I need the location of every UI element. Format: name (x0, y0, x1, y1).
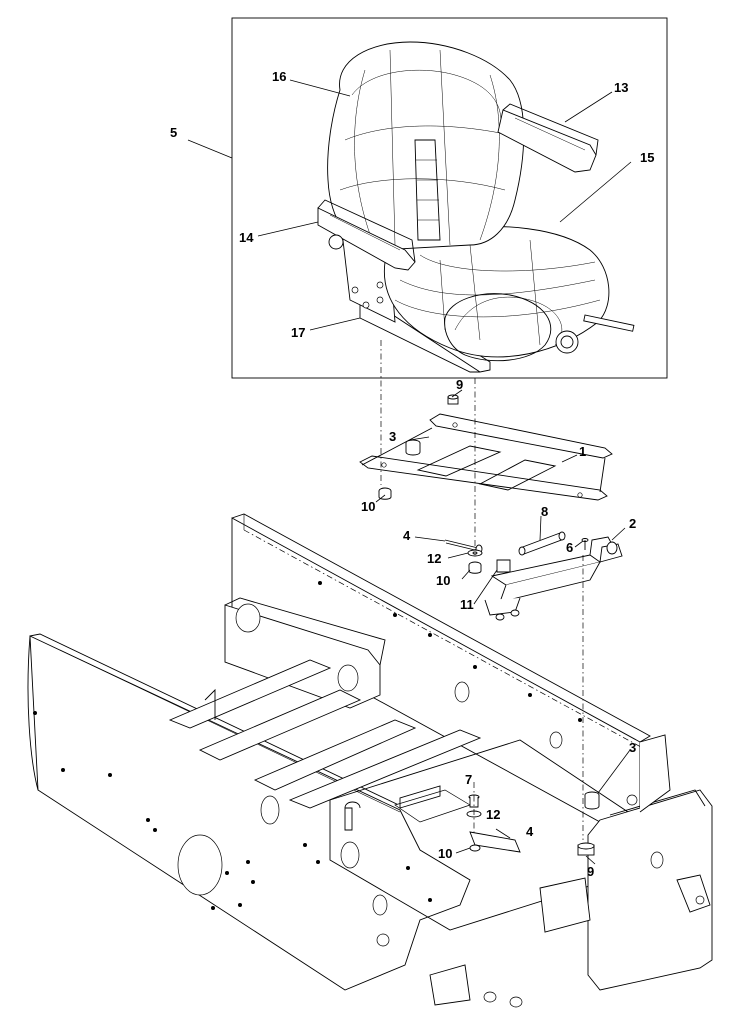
callouts: 5 16 13 15 14 17 9 3 1 10 4 8 2 6 12 10 … (170, 69, 654, 879)
callout-7: 7 (465, 772, 472, 787)
callout-6: 6 (566, 540, 573, 555)
seat-assembly-box (231, 17, 668, 379)
nut-upper (447, 394, 459, 405)
callout-17: 17 (291, 325, 305, 340)
bumper-upper (405, 439, 421, 456)
frame (27, 513, 713, 1008)
callout-3-upper: 3 (389, 429, 396, 444)
callout-12-lower: 12 (486, 807, 500, 822)
callout-13: 13 (614, 80, 628, 95)
callout-16: 16 (272, 69, 286, 84)
seat-mounting-plate (359, 413, 613, 501)
callout-2: 2 (629, 516, 636, 531)
callout-8: 8 (541, 504, 548, 519)
leader-lines (187, 79, 632, 865)
nut-9-lower (577, 842, 595, 856)
callout-9-upper: 9 (456, 377, 463, 392)
callout-12-upper: 12 (427, 551, 441, 566)
seat-hinge-bracket (484, 536, 623, 621)
callout-5: 5 (170, 125, 177, 140)
callout-10-lower: 10 (438, 846, 452, 861)
callout-4-lower: 4 (526, 824, 534, 839)
nut-10-lower (469, 844, 481, 852)
callout-10-upper: 10 (361, 499, 375, 514)
callout-9-lower: 9 (587, 864, 594, 879)
callout-11: 11 (460, 597, 474, 612)
nut-10-mid (468, 561, 482, 574)
screw-6 (581, 538, 589, 550)
callout-15: 15 (640, 150, 654, 165)
pivot-pin (518, 531, 566, 556)
alignment-lines (380, 340, 584, 840)
bolt-7-lower (468, 794, 480, 808)
nut-10-upper (378, 487, 392, 500)
bumper-lower (584, 791, 600, 810)
callout-14: 14 (239, 230, 254, 245)
callout-10-mid: 10 (436, 573, 450, 588)
washer-12-upper (467, 549, 483, 557)
callout-3-lower: 3 (629, 740, 636, 755)
seat (317, 41, 635, 373)
bolt-4-lower (469, 831, 521, 853)
callout-1: 1 (579, 444, 586, 459)
callout-4-upper: 4 (403, 528, 411, 543)
